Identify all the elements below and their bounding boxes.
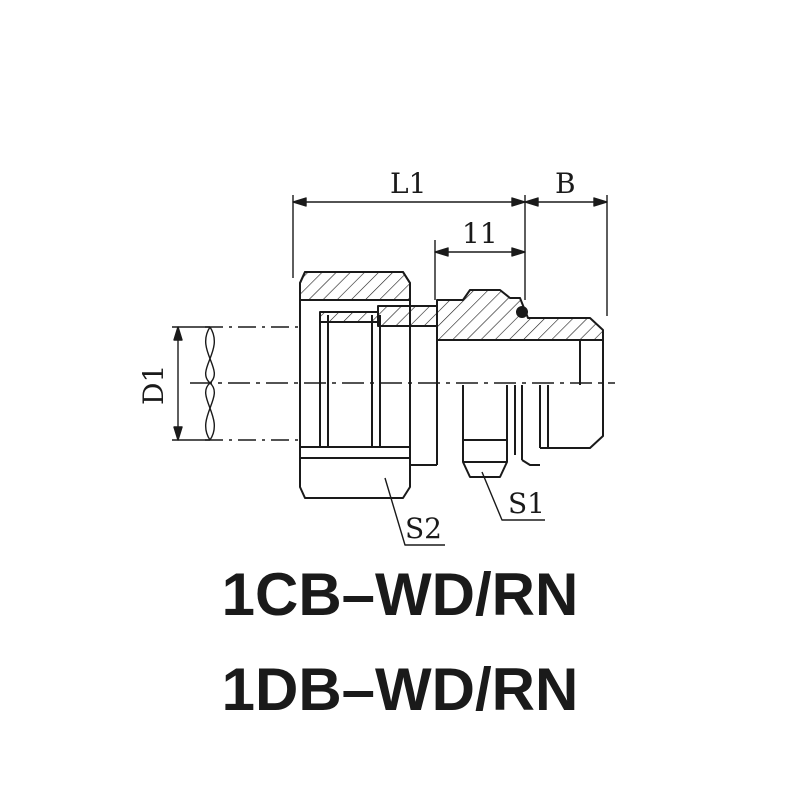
part-number-1db: 1DB–WD/RN bbox=[221, 656, 579, 723]
label-s1: S1 bbox=[508, 487, 545, 520]
part-number-1cb: 1CB–WD/RN bbox=[221, 561, 579, 628]
label-s2: S2 bbox=[405, 512, 442, 545]
leaders bbox=[384, 471, 545, 546]
label-small-l1: 11 bbox=[462, 217, 498, 250]
nut-s2 bbox=[299, 271, 411, 499]
label-d1: D1 bbox=[137, 365, 170, 405]
dimension-lines bbox=[172, 195, 608, 441]
body-s1 bbox=[436, 289, 604, 478]
label-l1-dim: L1 bbox=[390, 167, 426, 200]
label-b-dim: B bbox=[555, 167, 576, 200]
